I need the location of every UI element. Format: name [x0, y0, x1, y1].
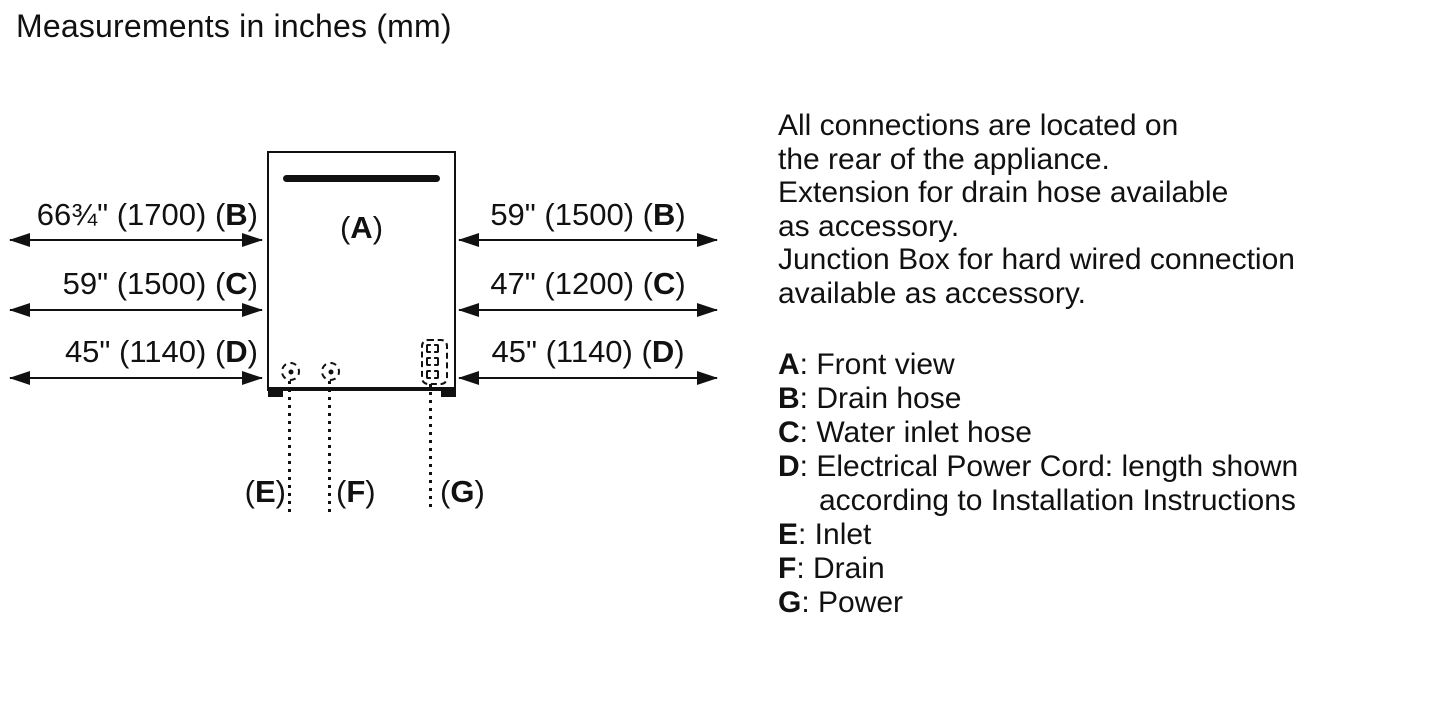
drain-port-icon — [321, 362, 340, 381]
appliance-front-view: (A) — [267, 151, 456, 391]
inlet-port-icon — [281, 362, 300, 381]
connections-info-text: All connections are located on the rear … — [778, 109, 1295, 310]
legend-item-g: G: Power — [778, 586, 904, 619]
dimension-arrow-left-b — [9, 233, 263, 247]
dotted-line-inlet — [288, 381, 291, 512]
legend: A: Front view B: Drain hose C: Water inl… — [778, 348, 1298, 620]
measurement-right-drain-hose: 59" (1500) (B) — [490, 197, 686, 232]
plug-prong — [426, 344, 439, 353]
dimension-arrow-right-d — [458, 371, 718, 385]
legend-item-b: B: Drain hose — [778, 382, 962, 415]
dimension-arrow-right-b — [458, 233, 718, 247]
legend-item-c: C: Water inlet hose — [778, 416, 1032, 449]
bottom-label-inlet: (E) — [244, 474, 286, 509]
dotted-line-power — [429, 384, 432, 512]
info-line: All connections are located on — [778, 109, 1179, 142]
power-plug-icon — [421, 339, 448, 385]
dimension-arrow-left-d — [9, 371, 263, 385]
plug-prong — [426, 357, 439, 366]
measurement-left-power-cord: 45" (1140) (D) — [64, 334, 258, 369]
appliance-foot-left — [268, 390, 283, 397]
measurement-left-drain-hose: 66¾" (1700) (B) — [36, 197, 258, 232]
info-line: Extension for drain hose available — [778, 176, 1229, 209]
measurement-left-water-inlet: 59" (1500) (C) — [62, 266, 258, 301]
legend-item-f: F: Drain — [778, 552, 885, 585]
info-line: as accessory. — [778, 209, 960, 243]
dimension-arrow-left-c — [9, 303, 263, 317]
measurement-right-water-inlet: 47" (1200) (C) — [490, 266, 686, 301]
bottom-label-power: (G) — [440, 474, 485, 509]
legend-item-e: E: Inlet — [778, 518, 872, 551]
measurement-right-power-cord: 45" (1140) (D) — [491, 334, 685, 369]
front-view-label: (A) — [339, 210, 384, 245]
dotted-line-drain — [328, 381, 331, 512]
plug-prong — [426, 370, 439, 379]
legend-item-a: A: Front view — [778, 348, 955, 381]
info-line: the rear of the appliance. — [778, 142, 1110, 176]
appliance-handle — [283, 175, 440, 182]
appliance-foot-right — [441, 390, 456, 397]
dimension-arrow-right-c — [458, 303, 718, 317]
info-line: Junction Box for hard wired connection — [778, 243, 1295, 276]
bottom-label-drain: (F) — [336, 474, 376, 509]
info-line: available as accessory. — [778, 276, 1086, 310]
page-title: Measurements in inches (mm) — [16, 8, 452, 44]
